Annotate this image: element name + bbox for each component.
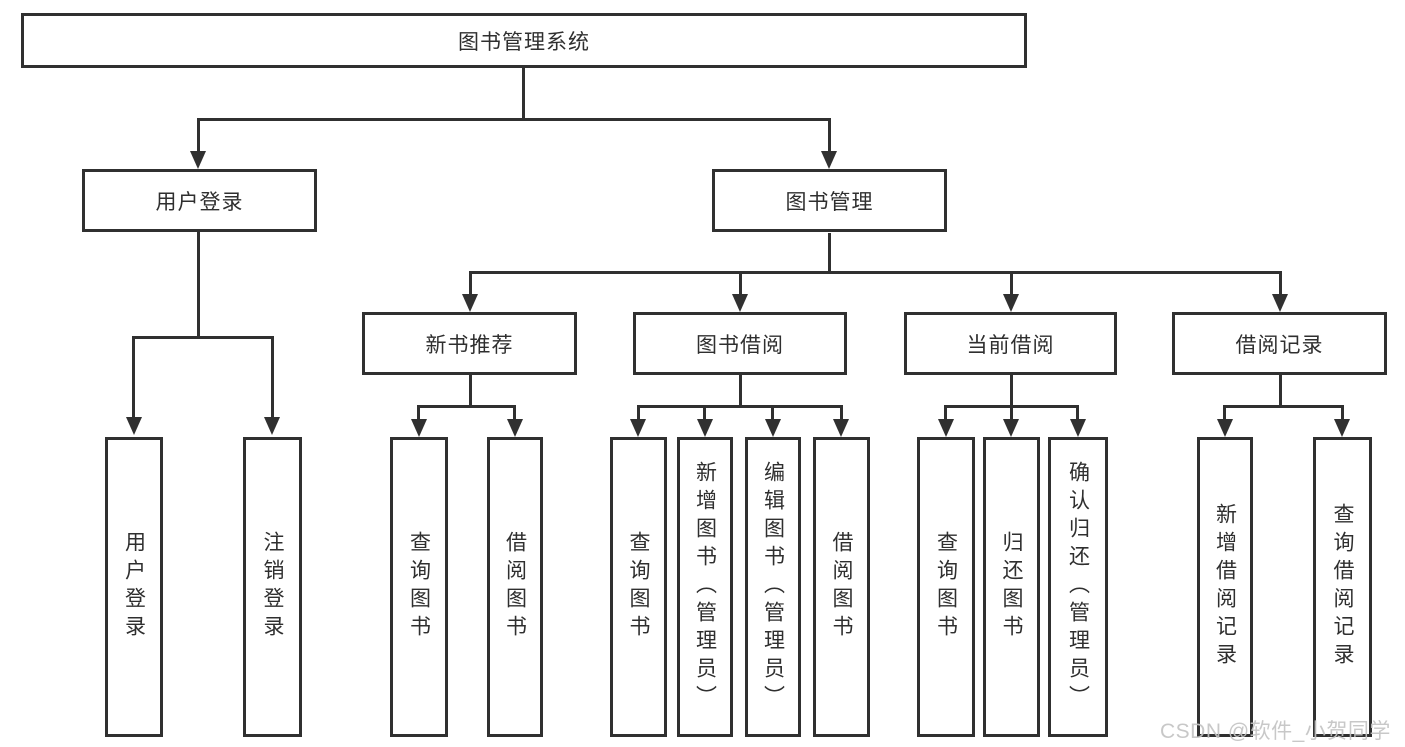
node-book-borrow: 图书借阅 — [633, 312, 847, 375]
node-user-login: 用户登录 — [82, 169, 317, 232]
connector-line — [828, 233, 831, 274]
connector-line — [417, 405, 420, 421]
watermark: CSDN @软件_小贺同学 — [1160, 720, 1391, 743]
connector-line — [197, 232, 200, 339]
node-new-book-recommend: 新书推荐 — [362, 312, 577, 375]
leaf-add-book-admin: 新增图书（管理员） — [677, 437, 733, 737]
arrowhead-icon — [126, 417, 142, 435]
connector-line — [1010, 405, 1013, 421]
connector-line — [513, 405, 516, 421]
arrowhead-icon — [821, 151, 837, 169]
connector-line — [469, 271, 1282, 274]
node-root: 图书管理系统 — [21, 13, 1027, 68]
connector-line — [828, 118, 831, 153]
connector-line — [132, 336, 274, 339]
leaf-user-login: 用户登录 — [105, 437, 163, 737]
leaf-return-book: 归还图书 — [983, 437, 1040, 737]
arrowhead-icon — [1003, 419, 1019, 437]
connector-line — [637, 405, 843, 408]
arrowhead-icon — [1217, 419, 1233, 437]
arrowhead-icon — [732, 294, 748, 312]
connector-line — [944, 405, 947, 421]
leaf-borrow-books: 借阅图书 — [813, 437, 870, 737]
leaf-edit-book-admin: 编辑图书（管理员） — [745, 437, 801, 737]
leaf-query-books-recommend: 查询图书 — [390, 437, 448, 737]
connector-line — [271, 336, 274, 419]
leaf-borrow-books-recommend: 借阅图书 — [487, 437, 543, 737]
connector-line — [1279, 271, 1282, 297]
arrowhead-icon — [697, 419, 713, 437]
arrowhead-icon — [462, 294, 478, 312]
connector-line — [771, 405, 774, 421]
connector-line — [739, 375, 742, 408]
arrowhead-icon — [833, 419, 849, 437]
leaf-query-books-borrow: 查询图书 — [610, 437, 667, 737]
leaf-query-borrow-record: 查询借阅记录 — [1313, 437, 1372, 737]
connector-line — [469, 271, 472, 297]
connector-line — [417, 405, 516, 408]
connector-line — [840, 405, 843, 421]
arrowhead-icon — [938, 419, 954, 437]
connector-line — [1279, 375, 1282, 408]
connector-line — [1223, 405, 1226, 421]
connector-line — [1341, 405, 1344, 421]
connector-line — [469, 375, 472, 408]
arrowhead-icon — [1272, 294, 1288, 312]
arrowhead-icon — [765, 419, 781, 437]
arrowhead-icon — [630, 419, 646, 437]
connector-line — [522, 68, 525, 121]
arrowhead-icon — [411, 419, 427, 437]
leaf-add-borrow-record: 新增借阅记录 — [1197, 437, 1253, 737]
arrowhead-icon — [190, 151, 206, 169]
connector-line — [703, 405, 706, 421]
leaf-confirm-return-admin: 确认归还（管理员） — [1048, 437, 1108, 737]
connector-line — [197, 118, 200, 153]
arrowhead-icon — [1334, 419, 1350, 437]
connector-line — [739, 271, 742, 297]
arrowhead-icon — [264, 417, 280, 435]
connector-line — [132, 336, 135, 419]
leaf-query-books-current: 查询图书 — [917, 437, 975, 737]
node-current-borrow: 当前借阅 — [904, 312, 1117, 375]
connector-line — [1223, 405, 1344, 408]
leaf-logout: 注销登录 — [243, 437, 302, 737]
connector-line — [1076, 405, 1079, 421]
arrowhead-icon — [507, 419, 523, 437]
connector-line — [637, 405, 640, 421]
node-borrow-records: 借阅记录 — [1172, 312, 1387, 375]
connector-line — [1010, 375, 1013, 408]
arrowhead-icon — [1070, 419, 1086, 437]
connector-line — [1010, 271, 1013, 297]
arrowhead-icon — [1003, 294, 1019, 312]
node-book-management: 图书管理 — [712, 169, 947, 232]
connector-line — [197, 118, 831, 121]
